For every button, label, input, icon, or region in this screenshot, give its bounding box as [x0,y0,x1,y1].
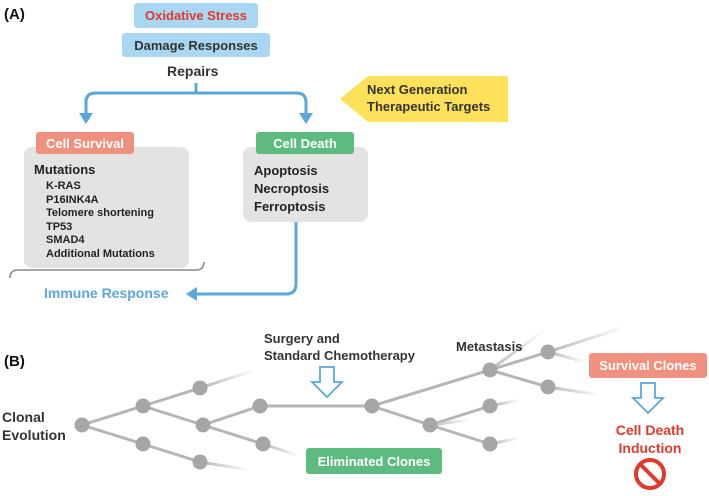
eliminated-clones-pill: Eliminated Clones [306,448,442,474]
cell-death-induction-label: Cell Death Induction [600,421,700,457]
surgery-line2: Standard Chemotherapy [264,348,415,363]
arrowhead-cell-survival [79,113,93,124]
tree-node [364,398,380,414]
tree-node [135,398,151,414]
mutation-item: TP53 [46,220,73,233]
survival-brace [9,261,205,279]
tree-node [482,398,498,414]
panel-a-label: (A) [4,6,25,23]
tree-node [192,454,208,470]
cell-death-line2: Induction [618,440,682,456]
surgery-line1: Surgery and [264,331,340,346]
cell-survival-label: Cell Survival [45,135,125,151]
death-type-item: Necroptosis [254,181,330,196]
mutations-list: K-RAS P16INK4A Telomere shortening TP53 … [46,180,155,261]
tree-node [255,436,271,452]
panel-b-label: (B) [4,353,25,370]
eliminated-clones-label: Eliminated Clones [317,453,431,469]
damage-responses-label: Damage Responses [134,37,258,53]
next-gen-line2: Therapeutic Targets [367,99,491,114]
tree-node [192,380,208,396]
clonal-line1: Clonal [2,409,45,425]
clonal-evolution-label: Clonal Evolution [2,408,66,444]
mutation-item: K-RAS [46,180,81,192]
arrowhead-cell-death [299,113,313,124]
tree-node [540,379,556,395]
surgery-down-arrow [309,366,345,399]
mutation-item: Additional Mutations [46,247,155,260]
tree-node [74,417,90,433]
cell-survival-box [24,147,189,268]
tree-node [482,362,498,378]
damage-responses-box: Damage Responses [122,33,270,57]
cell-death-box [243,147,368,222]
cell-death-label: Cell Death [273,135,337,151]
repairs-label: Repairs [167,63,219,79]
repairs-branch-line [84,83,308,114]
tree-node [252,398,268,414]
tree-node [135,436,151,452]
mutations-title: Mutations [34,162,96,177]
immune-response-line [196,221,298,296]
metastasis-label: Metastasis [456,339,523,354]
clonal-line2: Evolution [2,427,66,443]
surgery-label: Surgery and Standard Chemotherapy [264,330,415,364]
next-gen-targets-text: Next Generation Therapeutic Targets [367,81,490,115]
immune-response-label: Immune Response [44,285,169,301]
next-gen-targets-arrow [340,76,508,122]
arrowhead-immune-response [186,287,197,301]
mutation-item: SMAD4 [46,234,85,246]
tree-node [422,417,438,433]
tree-node [540,344,556,360]
survival-down-arrow [630,382,666,415]
cell-death-pill: Cell Death [256,132,354,154]
next-gen-line1: Next Generation [367,82,468,97]
mutation-item: P16INK4A [46,193,99,206]
death-type-item: Ferroptosis [254,199,326,214]
cell-survival-pill: Cell Survival [36,132,134,154]
mutation-item: Telomere shortening [46,207,154,219]
tree-node [482,436,498,452]
prohibition-icon [634,458,666,490]
tree-node [195,417,211,433]
survival-clones-pill: Survival Clones [589,353,707,378]
oxidative-stress-box: Oxidative Stress [134,3,258,28]
death-type-item: Apoptosis [254,163,318,178]
oxidative-stress-label: Oxidative Stress [145,8,247,23]
survival-clones-label: Survival Clones [599,358,697,373]
cell-death-line1: Cell Death [615,422,685,438]
death-types-list: Apoptosis Necroptosis Ferroptosis [254,162,329,216]
